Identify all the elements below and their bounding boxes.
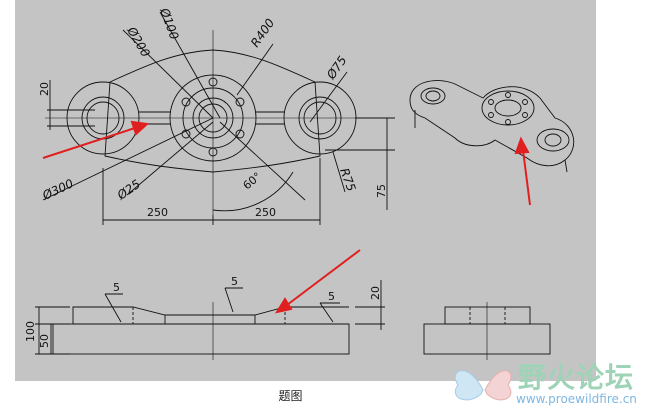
dim-d25: Ø25 <box>114 177 143 203</box>
dim-d200: Ø200 <box>124 24 153 60</box>
dim-width-250-left: 250 <box>147 206 168 219</box>
dim-step-2: 5 <box>231 275 238 288</box>
dim-height-20-right: 20 <box>369 286 382 300</box>
dim-height-50: 50 <box>38 334 51 348</box>
dim-height-20-left: 20 <box>38 82 51 96</box>
watermark-url: www.proewildfire.cn <box>516 392 637 406</box>
dim-d100: Ø100 <box>157 5 182 41</box>
dim-width-250-right: 250 <box>255 206 276 219</box>
dim-d300: Ø300 <box>39 176 75 203</box>
dim-step-1: 5 <box>113 281 120 294</box>
watermark: 野火论坛 www.proewildfire.cn <box>448 350 653 412</box>
red-arrows <box>42 120 531 314</box>
isometric-view <box>409 80 575 173</box>
caption: 题图 <box>278 389 303 403</box>
arrow-head-left <box>130 120 150 136</box>
side-view <box>423 302 551 360</box>
top-view-outline <box>104 49 321 173</box>
drawing-panel: Ø200 Ø100 R400 Ø75 Ø300 Ø25 R75 20 75 25… <box>15 0 596 381</box>
dim-step-3: 5 <box>328 290 335 303</box>
arrow-head-right <box>514 136 530 155</box>
arrow-head-front <box>274 297 293 314</box>
watermark-title: 野火论坛 <box>518 361 635 394</box>
dim-d75: Ø75 <box>323 53 349 82</box>
dim-angle-60: 60° <box>241 170 264 192</box>
technical-drawing: Ø200 Ø100 R400 Ø75 Ø300 Ø25 R75 20 75 25… <box>24 5 575 360</box>
dim-r75: R75 <box>337 166 358 193</box>
dim-height-100: 100 <box>24 321 37 342</box>
butterfly-logo-icon <box>454 370 512 401</box>
dim-r400: R400 <box>248 16 278 50</box>
dim-height-75: 75 <box>375 184 388 198</box>
